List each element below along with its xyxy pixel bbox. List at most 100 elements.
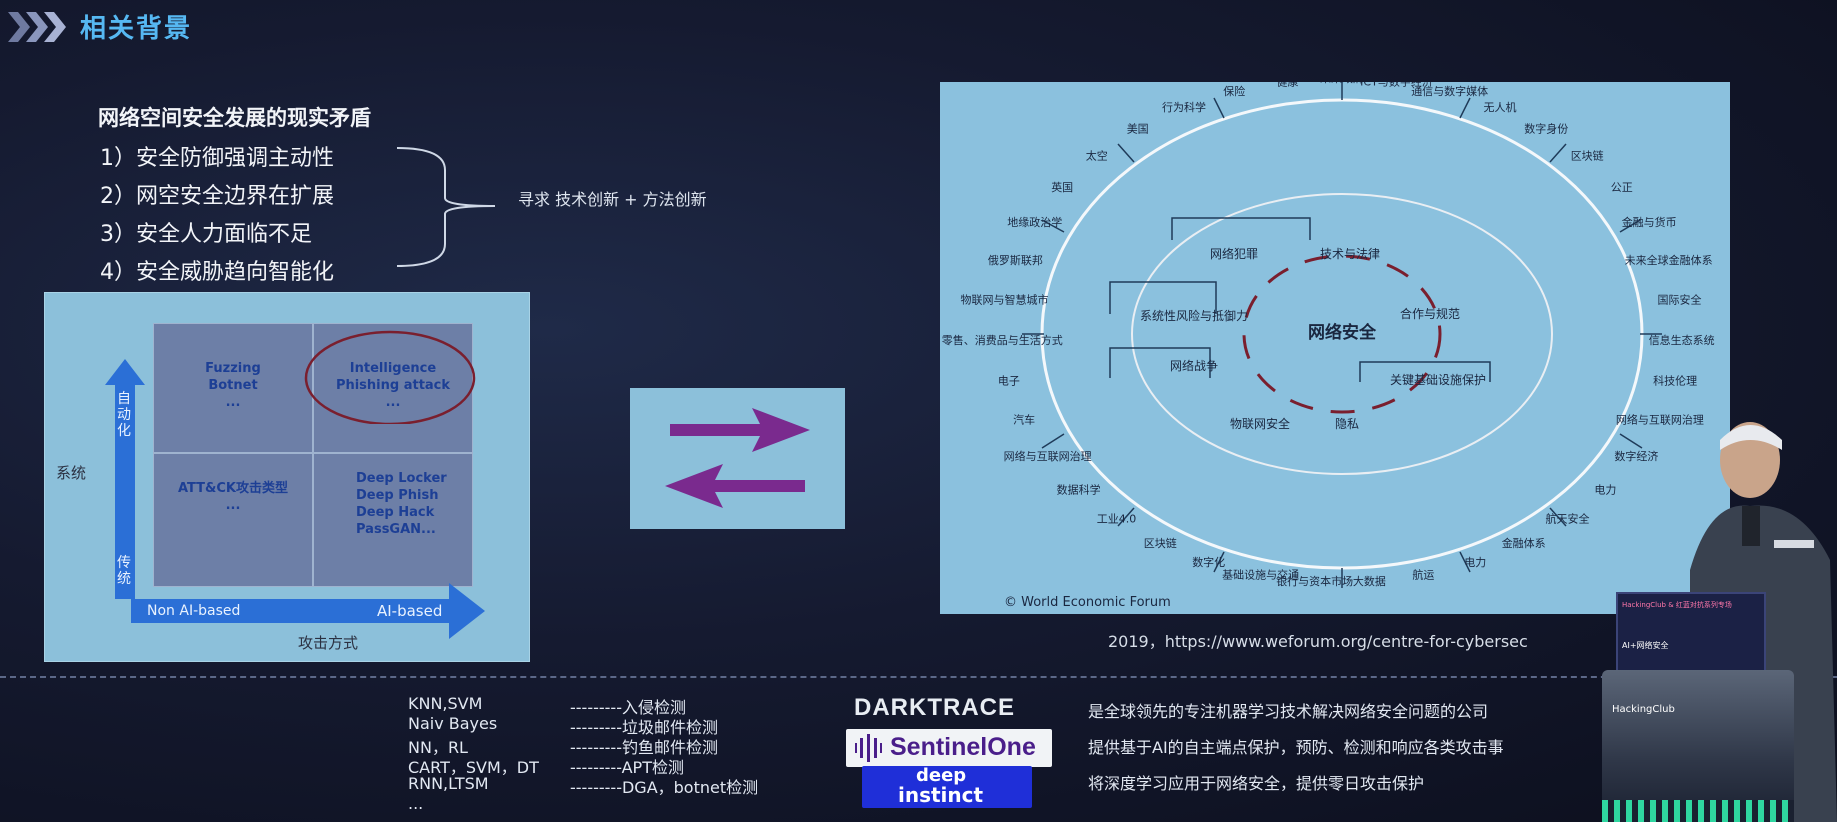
highlight-ellipse-icon (304, 330, 476, 424)
darktrace-logo: DARKTRACE (854, 694, 1015, 721)
podium-logo: HackingClub (1612, 704, 1675, 715)
wef-outer-label: 俄罗斯联邦 (988, 254, 1043, 267)
wef-outer-label: 科技伦理 (1653, 373, 1697, 387)
algo-method: RNN,LTSM (408, 774, 489, 793)
exchange-arrows-panel (630, 388, 845, 529)
wef-outer-label: 无人机 (1484, 100, 1517, 114)
contradiction-item: 2）网空安全边界在扩展 (100, 184, 334, 209)
wef-outer-label: 保险 (1223, 84, 1245, 98)
algo-method: KNN,SVM (408, 694, 483, 713)
wef-outer-label: 网络与互联网治理 (1616, 412, 1704, 426)
cell-text: ATT&CK攻击类型 (177, 481, 289, 496)
cell-text: ... (385, 395, 401, 410)
wef-outer-label: 零售、消费品与生活方式 (942, 333, 1063, 347)
wef-outer-label: 数字化 (1192, 555, 1225, 569)
sentinelone-logo: SentinelOne (846, 729, 1052, 767)
algo-method: Naiv Bayes (408, 714, 498, 733)
matrix-cell-bottom-left: ATT&CK攻击类型 ... (153, 453, 313, 587)
cell-text: Fuzzing (205, 361, 261, 376)
section-divider (0, 676, 1837, 678)
algo-method: NN，RL (408, 738, 468, 757)
bracket-note: 寻求 技术创新 + 方法创新 (518, 190, 707, 209)
algo-use: ---------入侵检测 (570, 698, 686, 717)
deep-instinct-description: 将深度学习应用于网络安全，提供零日攻击保护 (1088, 774, 1425, 793)
cell-text: Phishing attack (335, 378, 451, 393)
y-axis-top-label: 自动化 (117, 391, 131, 439)
wef-outer-label: 未来全球金融体系 (1625, 253, 1713, 267)
wef-inner-label: 隐私 (1335, 417, 1359, 431)
wef-outer-label: 健康 (1277, 82, 1299, 88)
wef-outer-label: 工业4.0 (1097, 513, 1137, 526)
wef-outer-label: 行为科学 (1162, 100, 1206, 114)
wef-outer-label: 银行与资本市场 (1276, 574, 1353, 588)
podium-screen: HackingClub & 红蓝对抗系列专场 AI+网络安全 (1616, 592, 1766, 674)
matrix-cell-top-right: Intelligence Phishing attack ... (304, 323, 476, 453)
contradictions-title: 网络空间安全发展的现实矛盾 (98, 106, 371, 130)
contradiction-item: 3）安全人力面临不足 (100, 222, 312, 247)
cell-text: ... (225, 395, 241, 410)
wef-inner-label: 系统性风险与抵御力 (1140, 308, 1248, 323)
wef-diagram: 网络安全 网络犯罪 技术与法律 系统性风险与抵御力 合作与规范 网络战争 关键基… (942, 71, 1715, 610)
page-title: 相关背景 (80, 14, 193, 44)
wef-outer-label: 电力 (1594, 483, 1616, 496)
wef-outer-label: 数据科学 (1057, 482, 1101, 496)
wef-center-label: 网络安全 (1308, 322, 1377, 343)
brace-icon (396, 147, 496, 267)
wef-inner-label: 物联网安全 (1230, 416, 1290, 431)
wef-outer-label: 未来政府 (1320, 82, 1364, 85)
wef-outer-label: 大数据 (1353, 574, 1386, 588)
algo-use: ---------垃圾邮件检测 (570, 718, 718, 737)
sentinelone-mark-icon (855, 734, 882, 762)
algo-method: CART，SVM，DT (408, 758, 539, 777)
algo-use: ---------DGA，botnet检测 (570, 778, 759, 797)
wef-outer-label: 地缘政治学 (1007, 215, 1062, 229)
wef-outer-label: 金融与货币 (1622, 215, 1677, 229)
deep-instinct-wordmark-1: deep (916, 765, 967, 786)
cell-text: Deep Locker (356, 471, 447, 486)
wef-inner-label: 网络犯罪 (1210, 246, 1258, 261)
wef-cybersecurity-map: 网络安全 网络犯罪 技术与法律 系统性风险与抵御力 合作与规范 网络战争 关键基… (940, 71, 1730, 614)
wef-outer-label: 公正 (1611, 181, 1633, 194)
deep-instinct-logo: deep instinct (862, 766, 1032, 808)
sentinelone-wordmark: SentinelOne (890, 733, 1036, 761)
wef-outer-label: 数字身份 (1524, 122, 1568, 136)
wef-inner-label: 关键基础设施保护 (1390, 373, 1486, 387)
algo-method: ... (408, 794, 424, 813)
wef-outer-label: 金融体系 (1502, 536, 1546, 550)
wef-outer-label: 数字经济 (1614, 449, 1658, 463)
algo-use: ---------APT检测 (570, 758, 684, 777)
wef-outer-label: 电子 (998, 374, 1020, 387)
wef-outer-label: 英国 (1051, 180, 1073, 194)
wef-outer-label: 汽车 (1013, 412, 1035, 426)
wef-outer-label: 区块链 (1571, 148, 1604, 162)
podium: HackingClub (1602, 670, 1794, 822)
wef-outer-label: 航运 (1412, 568, 1434, 582)
wef-outer-label: 美国 (1127, 123, 1149, 136)
deep-instinct-wordmark-2: instinct (898, 783, 984, 807)
cell-text: PassGAN... (356, 522, 436, 537)
wef-outer-label: 网络与互联网治理 (1004, 449, 1092, 463)
y-axis-bottom-label: 传统 (117, 555, 131, 587)
wef-outer-label: 太空 (1086, 148, 1108, 162)
wef-outer-label: 信息生态系统 (1649, 333, 1715, 347)
x-axis-label: 攻击方式 (298, 634, 359, 652)
cell-text: Deep Hack (356, 505, 435, 520)
wef-source-caption: 2019，https://www.weforum.org/centre-for-… (1108, 632, 1528, 651)
matrix-cell-bottom-right: Deep Locker Deep Phish Deep Hack PassGAN… (313, 453, 473, 587)
cell-text: ... (225, 498, 241, 513)
contradiction-item: 4）安全威胁趋向智能化 (100, 260, 334, 285)
header-chevron-icon (8, 12, 66, 42)
wef-outer-label: 航天安全 (1546, 512, 1590, 526)
cell-text: Botnet (208, 378, 258, 393)
cell-text: Intelligence (349, 361, 437, 376)
x-axis-right-label: AI-based (377, 602, 443, 620)
horizontal-axis-arrow-icon (131, 583, 485, 639)
wef-outer-label: 物联网与智慧城市 (961, 293, 1049, 307)
wef-outer-label: 区块链 (1144, 536, 1177, 550)
sentinelone-description: 提供基于AI的自主端点保护，预防、检测和响应各类攻击事 (1088, 738, 1504, 757)
vertical-axis-arrow-icon (105, 359, 145, 599)
contradiction-item: 1）安全防御强调主动性 (100, 146, 334, 171)
wef-outer-label: 国际安全 (1658, 293, 1702, 307)
cell-text: Deep Phish (356, 488, 439, 503)
podium-stripes (1602, 800, 1794, 822)
